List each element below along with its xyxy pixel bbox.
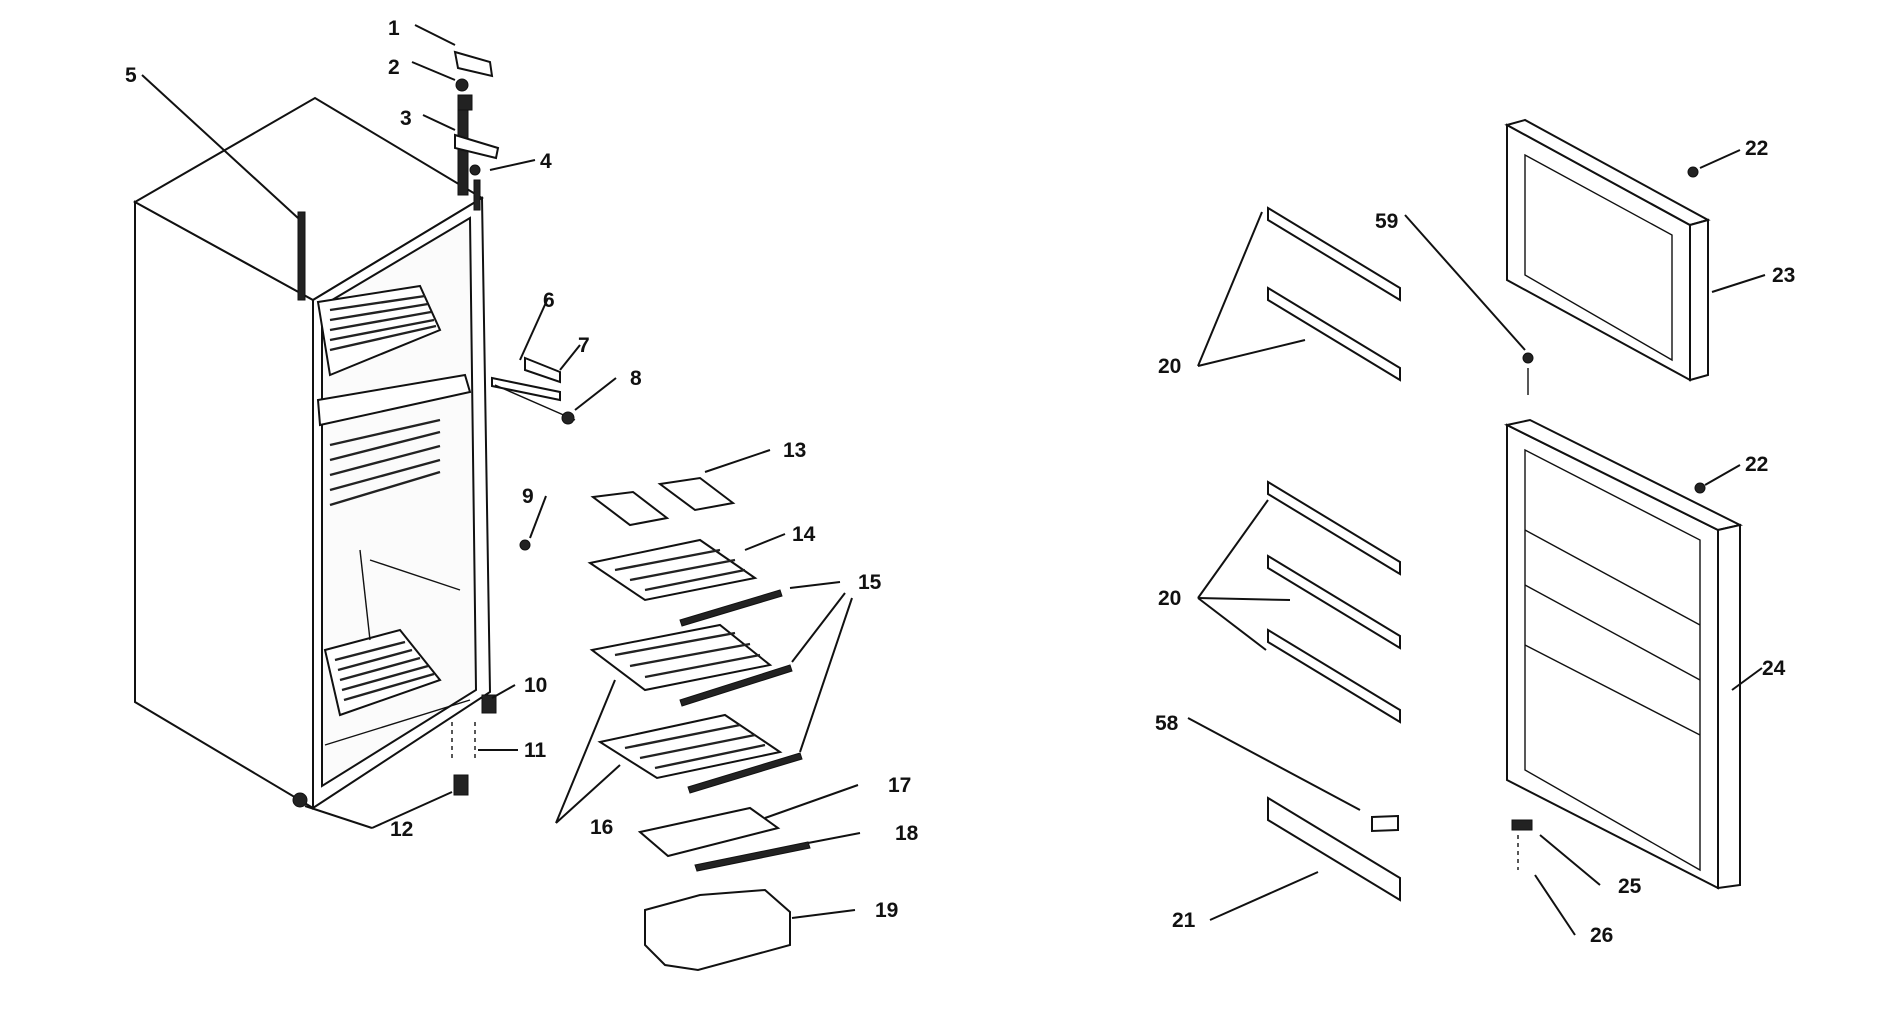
- callout-19: 19: [875, 899, 898, 922]
- callout-labels: 1 2 3 4 5 6 7 8 9 10 11 12 13 14 15 16 1…: [125, 17, 1795, 947]
- callout-13: 13: [783, 439, 806, 462]
- wire-shelves: [587, 538, 783, 780]
- callout-9: 9: [522, 485, 534, 508]
- crisper-cover-and-pan: [637, 806, 811, 972]
- callout-59: 59: [1375, 210, 1398, 233]
- top-hinge-parts: [453, 50, 500, 176]
- callout-8: 8: [630, 367, 642, 390]
- callout-2: 2: [388, 56, 400, 79]
- callout-58: 58: [1155, 712, 1179, 735]
- callout-23: 23: [1772, 264, 1795, 287]
- shelf-rails: [679, 589, 803, 794]
- freezer-door: [1504, 118, 1711, 382]
- callout-15: 15: [858, 571, 882, 594]
- fresh-food-door: [1504, 418, 1743, 890]
- callout-18: 18: [895, 822, 919, 845]
- callout-21: 21: [1172, 909, 1196, 932]
- callout-20-lower: 20: [1158, 587, 1181, 610]
- callout-5: 5: [125, 64, 137, 87]
- callout-22-upper: 22: [1745, 137, 1768, 160]
- callout-20-upper: 20: [1158, 355, 1181, 378]
- callout-25: 25: [1618, 875, 1642, 898]
- callout-1: 1: [388, 17, 400, 40]
- leader-lines: [141, 24, 1766, 936]
- ice-trays: [590, 476, 736, 527]
- callout-17: 17: [888, 774, 911, 797]
- callout-4: 4: [540, 150, 552, 173]
- callout-24: 24: [1762, 657, 1786, 680]
- callout-6: 6: [543, 289, 555, 312]
- callout-7: 7: [578, 334, 590, 357]
- callout-14: 14: [792, 523, 816, 546]
- center-hinge-parts: [491, 356, 576, 551]
- callout-10: 10: [524, 674, 547, 697]
- callout-11: 11: [524, 739, 547, 762]
- callout-12: 12: [390, 818, 413, 841]
- refrigerator-cabinet: [132, 96, 497, 810]
- callout-16: 16: [590, 816, 613, 839]
- callout-26: 26: [1590, 924, 1613, 947]
- callout-22-lower: 22: [1745, 453, 1768, 476]
- callout-3: 3: [400, 107, 412, 130]
- door-shelves: [1267, 206, 1534, 902]
